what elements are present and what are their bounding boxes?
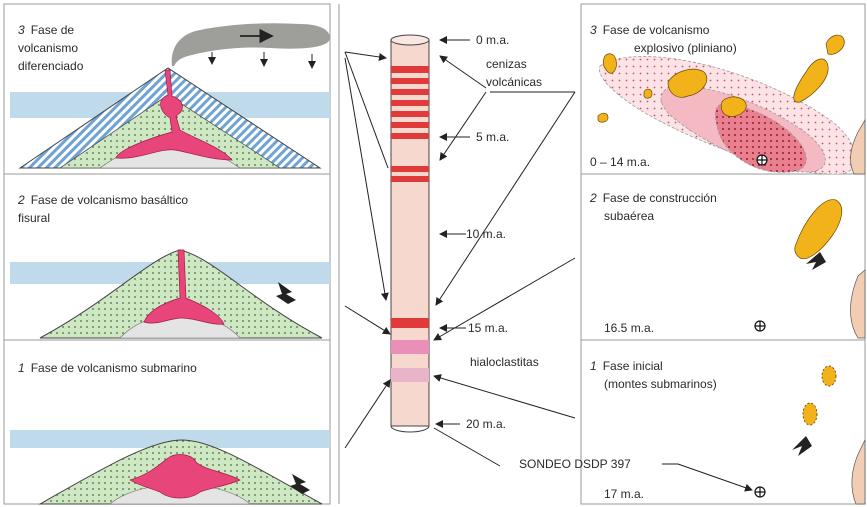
cenizas-label-line2: volcánicas [486,75,542,89]
seamount-outline [822,366,836,386]
age-5: 5 m.a. [476,130,509,144]
africa-coast [851,270,866,338]
rpanel2-title-line2: subaérea [604,209,654,223]
africa-coast [852,440,865,504]
movement-arrow-icon [792,436,812,456]
rpanel3-title-line2: explosivo (pliniano) [634,41,737,55]
hialoclastitas-label: hialoclastitas [470,355,539,369]
panel2-title-line2: fisural [18,211,50,225]
age-15: 15 m.a. [468,321,508,335]
panel3-title-line2: volcanismo [18,41,78,55]
age-0: 0 m.a. [476,33,509,47]
cenizas-label-line1: cenizas [486,57,527,71]
rpanel1-age: 17 m.a. [604,487,644,501]
rpanel1-title-line2: (montes submarinos) [604,377,717,391]
seamount-outline [803,403,817,425]
rpanel2-age: 16.5 m.a. [604,321,654,335]
hialoclastita-band [391,368,429,382]
rpanel3-age: 0 – 14 m.a. [590,155,650,169]
island-outline [795,200,842,259]
age-20: 20 m.a. [466,417,506,431]
core-top [391,35,429,45]
hialoclastita-band [391,340,429,354]
panel3-title-line3: diferenciado [18,59,84,73]
africa-coast [851,120,865,174]
movement-arrow-icon [276,282,296,304]
ash-cloud [172,23,330,66]
sondeo-label: SONDEO DSDP 397 [519,457,631,471]
